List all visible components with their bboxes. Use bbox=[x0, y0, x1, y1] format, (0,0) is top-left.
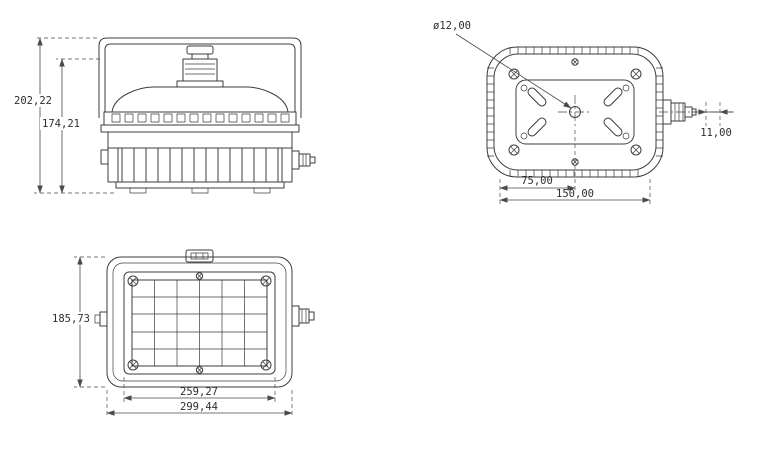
dim-overall-height-label: 202,22 bbox=[14, 95, 52, 107]
screw-icon bbox=[127, 359, 139, 371]
view-front-face: 185,73 259,27 299,44 bbox=[50, 249, 315, 417]
dim-body-height-label: 174,21 bbox=[42, 118, 80, 130]
dim-hole-spacing-label: 150,00 bbox=[556, 188, 594, 200]
flange bbox=[100, 124, 300, 133]
view-rear: ø12,00 11,00 75,00 150,00 bbox=[433, 20, 734, 204]
glass-grille bbox=[131, 279, 268, 367]
yoke-inner-outline bbox=[104, 43, 296, 112]
dim-face-height-label: 185,73 bbox=[52, 313, 90, 325]
screw-icon bbox=[195, 272, 204, 280]
face-bezel bbox=[123, 271, 276, 375]
screw-icon bbox=[127, 275, 139, 287]
face-outer-frame-inner-line bbox=[112, 262, 287, 382]
dim-hole-half-spacing-label: 75,00 bbox=[521, 175, 553, 187]
base-plate bbox=[115, 181, 285, 194]
screw-icon bbox=[630, 68, 642, 80]
dimension-overall-width: 299,44 bbox=[106, 390, 293, 417]
dim-gland-offset-label: 11,00 bbox=[700, 127, 732, 139]
dim-window-width-label: 259,27 bbox=[180, 386, 218, 398]
dimension-hole-spacing: 75,00 150,00 bbox=[499, 130, 651, 204]
rear-inner-shell bbox=[493, 53, 657, 171]
center-hole bbox=[558, 95, 592, 129]
screw-icon bbox=[260, 359, 272, 371]
screw-icon bbox=[571, 58, 579, 66]
yoke-outline bbox=[98, 37, 302, 118]
side-gland bbox=[291, 150, 316, 170]
rear-fin-ticks bbox=[487, 47, 663, 177]
heatsink-fins bbox=[107, 147, 293, 183]
dimension-window-width: 259,27 bbox=[123, 377, 276, 402]
face-side-gland bbox=[291, 305, 315, 327]
view-front-elevation: 202,22 174,21 bbox=[12, 37, 316, 194]
screw-icon bbox=[508, 144, 520, 156]
face-top-connector bbox=[185, 249, 214, 263]
clamp-band bbox=[103, 111, 297, 126]
left-hinge bbox=[100, 149, 109, 165]
dim-overall-width-label: 299,44 bbox=[180, 401, 218, 413]
screw-icon bbox=[260, 275, 272, 287]
dimension-hole-diameter: ø12,00 bbox=[433, 20, 572, 109]
dim-hole-diameter-label: ø12,00 bbox=[433, 20, 471, 32]
dimension-overall-height: 202,22 174,21 bbox=[12, 37, 114, 194]
screw-icon bbox=[630, 144, 642, 156]
dome-cover bbox=[111, 86, 289, 113]
top-connector bbox=[176, 45, 224, 88]
screw-icon bbox=[195, 366, 204, 374]
lamp-body bbox=[107, 131, 293, 149]
face-left-hinge bbox=[94, 311, 108, 327]
dimension-gland-offset: 11,00 bbox=[692, 102, 734, 139]
dimension-face-height: 185,73 bbox=[50, 256, 105, 388]
